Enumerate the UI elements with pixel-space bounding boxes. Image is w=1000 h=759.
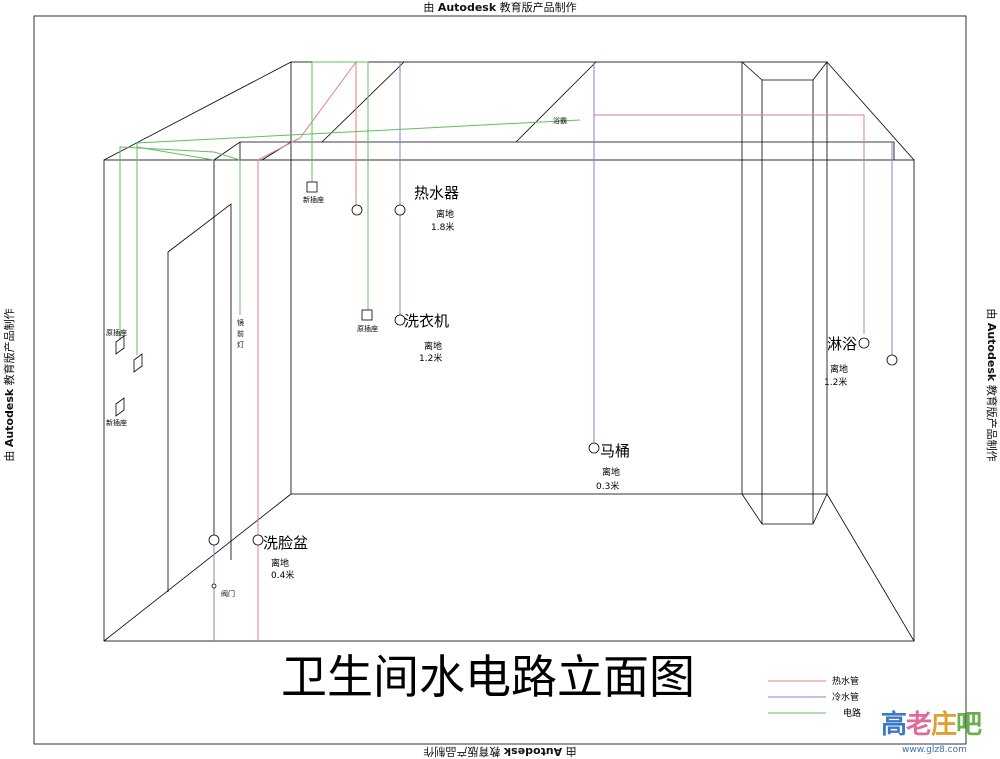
site-logo: 高 老 庄 吧 www.glz8.com	[881, 709, 982, 755]
svg-text:原插座: 原插座	[357, 324, 378, 333]
svg-text:www.glz8.com: www.glz8.com	[902, 745, 967, 755]
legend-hot-label: 热水管	[832, 675, 859, 687]
svg-text:老: 老	[906, 710, 932, 740]
svg-text:马桶: 马桶	[600, 442, 630, 460]
valve-point	[211, 583, 217, 589]
washbasin-label: 洗脸盆 离地 0.4米	[263, 534, 308, 581]
washing-machine-label: 洗衣机 离地 1.2米	[404, 312, 449, 364]
watermark-right: 由 Autodesk 教育版产品制作	[985, 308, 999, 461]
washbasin-hot-outlet	[252, 534, 264, 546]
water-heater-hot-outlet	[351, 204, 363, 216]
room-walls	[103, 61, 915, 642]
svg-text:灯: 灯	[237, 340, 244, 349]
svg-text:离地: 离地	[271, 557, 289, 569]
svg-text:离地: 离地	[424, 340, 442, 352]
washing-machine-outlet	[394, 314, 406, 326]
toilet-label: 马桶 离地 0.3米	[596, 442, 630, 492]
svg-text:离地: 离地	[830, 363, 848, 375]
water-heater-cold-outlet	[394, 204, 406, 216]
legend-cold-label: 冷水管	[832, 691, 859, 703]
svg-text:由 Autodesk 教育版产品制作: 由 Autodesk 教育版产品制作	[423, 745, 576, 759]
sockets	[115, 181, 373, 417]
sheet-frame	[33, 15, 967, 745]
watermark-top: 由 Autodesk 教育版产品制作	[423, 0, 576, 14]
fixture-points	[208, 204, 898, 589]
side-socket-symbol	[133, 353, 143, 373]
legend: 热水管 冷水管 电路	[768, 675, 861, 719]
hot-water-pipes	[257, 61, 865, 641]
svg-text:浴霸: 浴霸	[553, 116, 567, 125]
toilet-outlet	[588, 442, 600, 454]
svg-text:高: 高	[881, 709, 907, 740]
old-socket-symbol-left	[115, 335, 125, 355]
shower-cold-outlet	[886, 354, 898, 366]
shower-label: 淋浴 离地 1.2米	[824, 335, 857, 388]
shower-hot-outlet	[858, 337, 870, 349]
svg-text:由 Autodesk 教育版产品制作: 由 Autodesk 教育版产品制作	[985, 308, 999, 461]
svg-text:新插座: 新插座	[303, 195, 324, 204]
water-heater-label: 热水器 离地 1.8米	[414, 184, 459, 233]
svg-text:1.2米: 1.2米	[824, 376, 847, 388]
svg-text:阀门: 阀门	[221, 589, 235, 598]
svg-text:原插座: 原插座	[106, 328, 127, 337]
electrical-circuits	[119, 61, 581, 355]
svg-text:新插座: 新插座	[106, 418, 127, 427]
watermark-left: 由 Autodesk 教育版产品制作	[2, 308, 16, 461]
svg-text:前: 前	[237, 329, 244, 338]
cold-water-pipes	[213, 62, 893, 641]
svg-text:洗衣机: 洗衣机	[404, 312, 449, 330]
new-socket-symbol-left	[115, 397, 125, 417]
svg-text:镜: 镜	[237, 318, 244, 327]
svg-text:由 Autodesk 教育版产品制作: 由 Autodesk 教育版产品制作	[2, 308, 16, 461]
new-socket-symbol-top	[306, 181, 318, 193]
svg-text:1.8米: 1.8米	[431, 221, 454, 233]
legend-electric-label: 电路	[843, 707, 861, 719]
svg-text:0.3米: 0.3米	[596, 480, 619, 492]
svg-text:1.2米: 1.2米	[419, 352, 442, 364]
svg-text:吧: 吧	[956, 710, 982, 740]
watermark-bottom: 由 Autodesk 教育版产品制作	[423, 745, 576, 759]
svg-text:0.4米: 0.4米	[271, 569, 294, 581]
svg-text:离地: 离地	[602, 466, 620, 478]
svg-text:热水器: 热水器	[414, 184, 459, 202]
drawing-title: 卫生间水电路立面图	[281, 650, 695, 704]
svg-text:淋浴: 淋浴	[827, 335, 857, 353]
washbasin-cold-outlet	[208, 534, 220, 546]
svg-text:离地: 离地	[436, 208, 454, 220]
svg-text:洗脸盆: 洗脸盆	[263, 534, 308, 552]
svg-text:由 Autodesk 教育版产品制作: 由 Autodesk 教育版产品制作	[423, 0, 576, 14]
old-socket-symbol-mid	[361, 309, 373, 321]
small-annotations: 新插座 原插座 原插座 新插座 浴霸 阀门 镜 前 灯	[106, 116, 567, 598]
svg-text:庄: 庄	[931, 709, 957, 740]
